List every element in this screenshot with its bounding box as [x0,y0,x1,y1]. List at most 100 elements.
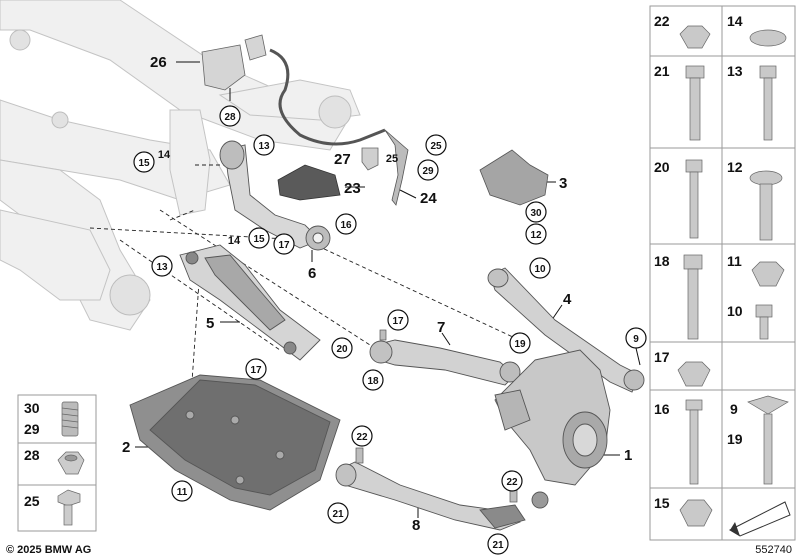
callout-17a: 17 [273,233,295,255]
solid-leaders [135,61,641,518]
callout-10a: 10 [529,257,551,279]
label-2: 2 [122,439,130,456]
svg-text:25: 25 [386,153,398,165]
right-label-16: 16 [654,401,670,417]
svg-text:19: 19 [514,339,526,350]
bolt-20-icon [685,159,703,239]
wheel-carrier-1 [494,349,611,509]
clip-27 [361,147,379,171]
callout-25a: 25 [425,134,447,156]
callout-9a: 9 [625,327,647,349]
callouts: 26 27 23 24 3 6 5 4 7 2 1 8 28 13 14 15 … [122,54,647,555]
right-label-12: 12 [727,159,743,175]
label-3: 3 [559,175,567,192]
control-arm-6 [219,140,331,251]
right-label-19: 19 [727,431,743,447]
svg-text:17: 17 [250,365,262,376]
bolt-12-icon [749,170,783,241]
left-label-25: 25 [24,493,40,509]
right-label-20: 20 [654,159,670,175]
copyright: © 2025 BMW AG [6,544,92,556]
label-4: 4 [563,291,572,308]
right-label-14: 14 [727,13,743,29]
callout-17c: 17 [387,309,409,331]
callout-15b: 15 [248,227,270,249]
callout-22b: 22 [501,470,523,492]
callout-13a: 13 [253,134,275,156]
svg-text:15: 15 [138,158,150,169]
left-label-28: 28 [24,447,40,463]
label-8: 8 [412,517,420,534]
sensor-24 [384,129,409,206]
svg-text:20: 20 [336,344,348,355]
svg-text:15: 15 [253,234,265,245]
bolt-13-icon [759,65,777,141]
label-24: 24 [420,190,437,207]
callout-16a: 16 [335,213,357,235]
svg-text:14: 14 [158,149,171,161]
threaded-insert-icon [61,401,79,437]
svg-text:11: 11 [177,487,188,498]
nut-28-icon [57,451,85,475]
callout-25b: 25 [386,153,398,165]
nut-22-icon [679,25,711,49]
callout-30a: 30 [525,201,547,223]
callout-29a: 29 [417,159,439,181]
leader-lines [89,164,531,411]
left-label-30: 30 [24,400,40,416]
svg-text:22: 22 [506,477,518,488]
label-1: 1 [624,447,632,464]
callout-14b: 14 [228,235,241,247]
svg-text:13: 13 [258,141,270,152]
callout-14a: 14 [158,149,171,161]
svg-text:21: 21 [332,509,344,520]
label-23: 23 [344,180,361,197]
svg-text:9: 9 [633,334,639,345]
svg-text:28: 28 [224,112,236,123]
callout-22a: 22 [351,425,373,447]
callout-28a: 28 [219,105,241,127]
right-label-22: 22 [654,13,670,29]
svg-text:16: 16 [340,220,352,231]
callout-13b: 13 [151,255,173,277]
right-label-21: 21 [654,63,670,79]
callout-18a: 18 [362,369,384,391]
callout-21b: 21 [487,533,509,555]
left-fastener-panel: 30 29 28 25 [17,394,97,532]
right-label-18: 18 [654,253,670,269]
right-label-9: 9 [730,401,738,417]
right-label-10: 10 [727,303,743,319]
callout-19a: 19 [509,332,531,354]
arm-8 [335,461,526,531]
screw-25-icon [57,489,81,526]
svg-text:17: 17 [278,240,290,251]
right-label-15: 15 [654,495,670,511]
svg-text:12: 12 [530,230,542,241]
sensor-bracket-26 [201,34,267,91]
callout-12a: 12 [525,223,547,245]
nut-15-icon [679,499,713,527]
svg-text:17: 17 [392,316,404,327]
svg-text:25: 25 [430,141,442,152]
subframe-mounts [9,29,352,316]
bolt-21-icon [685,65,705,141]
sensor-cable [269,48,386,146]
bolt-18-icon [683,254,703,340]
label-27: 27 [334,151,351,168]
underbody-shield-2 [129,374,341,511]
svg-text:14: 14 [228,235,241,247]
right-fastener-panel: 22 14 21 13 20 12 18 11 10 17 16 9 19 15 [649,5,796,541]
callout-21a: 21 [327,502,349,524]
svg-text:13: 13 [156,262,168,273]
callout-11a: 11 [171,480,193,502]
right-label-13: 13 [727,63,743,79]
svg-text:18: 18 [367,376,379,387]
label-6: 6 [308,265,316,282]
direction-arrow-icon [728,501,791,537]
svg-text:21: 21 [492,540,504,551]
right-label-17: 17 [654,349,670,365]
svg-text:22: 22 [356,432,368,443]
arm-7 [369,339,521,386]
callout-15a: 15 [133,151,155,173]
